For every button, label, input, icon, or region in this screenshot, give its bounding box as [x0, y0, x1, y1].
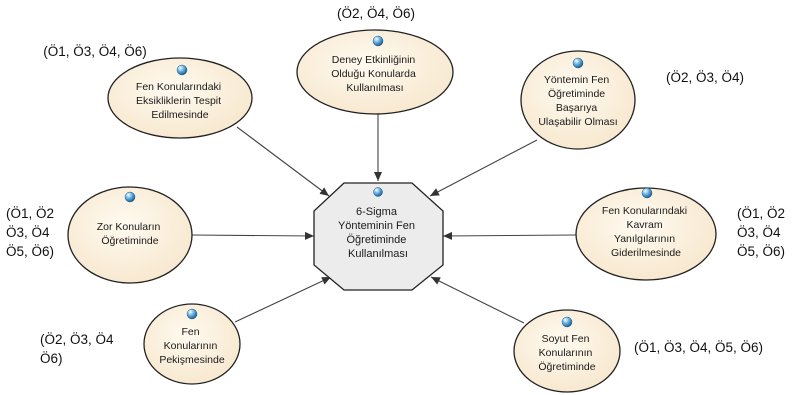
- status-ball-icon: [572, 57, 584, 69]
- arrow-yontem: [429, 139, 538, 197]
- arrow-zor: [191, 231, 315, 240]
- node-label: Soyut Fen Konularının Öğretiminde: [538, 333, 595, 373]
- node-kavram: Fen Konularındaki Kavram Yanılgılarının …: [575, 187, 789, 281]
- center-node: 6-Sigma Yönteminin Fen Öğretiminde Kulla…: [313, 182, 444, 291]
- arrow-kavram: [442, 231, 577, 240]
- arrow-soyut: [430, 276, 525, 324]
- center-line: Yönteminin Fen: [338, 220, 415, 232]
- node-soyut: Soyut Fen Konularının Öğretiminde (Ö1, Ö…: [513, 309, 763, 393]
- participant-refs: (Ö1, Ö2 Ö3, Ö4 Ö5, Ö6): [737, 206, 789, 259]
- participant-refs: (Ö1, Ö3, Ö4, Ö5, Ö6): [634, 340, 763, 355]
- connectors: [191, 114, 577, 324]
- node-yontem: Yöntemin Fen Öğretiminde Başarıya Ulaşab…: [520, 50, 744, 150]
- center-title: 6-Sigma Yönteminin Fen Öğretiminde Kulla…: [338, 206, 418, 260]
- status-ball-icon: [124, 191, 136, 203]
- node-zor: Zor Konuların Öğretiminde (Ö1, Ö2 Ö3, Ö4…: [6, 186, 193, 284]
- center-octagon: [313, 182, 444, 291]
- center-line: Öğretiminde: [347, 234, 407, 246]
- node-label: Deney Etkinliğinin Olduğu Konularda Kull…: [331, 54, 419, 94]
- participant-refs: (Ö1, Ö3, Ö4, Ö6): [43, 44, 147, 59]
- node-label: Zor Konuların Öğretiminde: [97, 221, 164, 247]
- node-deney: Deney Etkinliğinin Olduğu Konularda Kull…: [296, 6, 454, 115]
- center-line: Kullanılması: [348, 248, 408, 260]
- node-label: Fen Konularındaki Kavram Yanılgılarının …: [602, 205, 690, 259]
- node-label: Fen Konularının Pekişmesinde: [159, 326, 225, 366]
- center-line: 6-Sigma: [356, 206, 398, 218]
- participant-refs: (Ö2, Ö3, Ö4): [666, 70, 744, 85]
- participant-refs: (Ö2, Ö3, Ö4 Ö6): [40, 332, 117, 366]
- status-ball-icon: [372, 35, 384, 47]
- arrow-pekisme: [234, 276, 332, 323]
- node-pekisme: Fen Konularının Pekişmesinde (Ö2, Ö3, Ö4…: [40, 303, 241, 385]
- arrow-eksiklik: [236, 126, 330, 197]
- node-label: Yöntemin Fen Öğretiminde Başarıya Ulaşab…: [538, 74, 617, 128]
- status-ball-icon: [373, 187, 383, 197]
- participant-refs: (Ö2, Ö4, Ö6): [337, 6, 415, 21]
- status-ball-icon: [176, 64, 188, 76]
- status-ball-icon: [186, 308, 198, 320]
- node-label: Fen Konularındaki Eksikliklerin Tespit E…: [136, 81, 224, 121]
- status-ball-icon: [641, 187, 653, 199]
- participant-refs: (Ö1, Ö2 Ö3, Ö4 Ö5, Ö6): [6, 206, 58, 259]
- node-eksiklik: Fen Konularındaki Eksikliklerin Tespit E…: [43, 44, 253, 139]
- status-ball-icon: [561, 316, 573, 328]
